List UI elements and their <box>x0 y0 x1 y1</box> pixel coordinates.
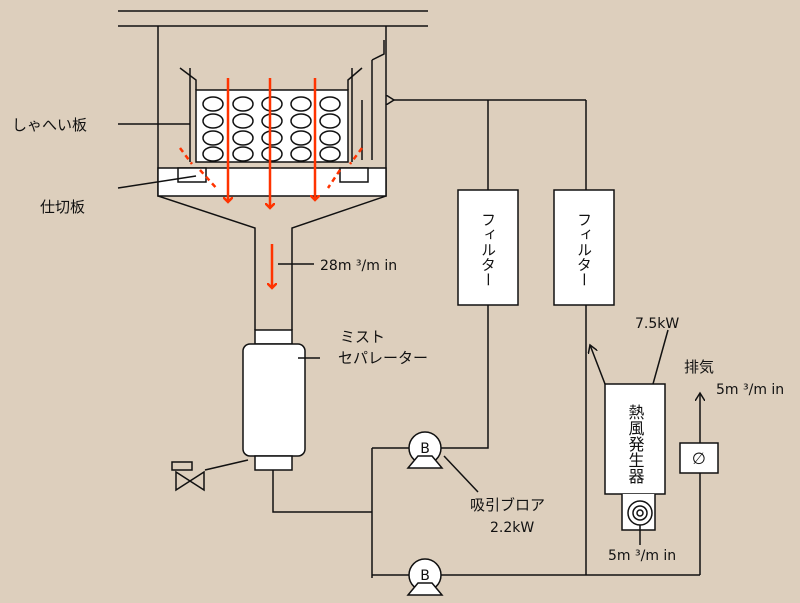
exhaust-damper <box>679 442 719 474</box>
blower-power-label: 2.2kW <box>490 520 534 536</box>
mist-separator-label-1: ミスト <box>340 328 385 346</box>
chamber <box>118 10 428 330</box>
grains <box>202 96 341 162</box>
shield-plate-label: しゃへい板 <box>12 116 87 134</box>
filter-left-label: フィルター <box>479 212 497 287</box>
damper-symbol: ∅ <box>692 449 706 468</box>
filter-left <box>457 189 519 306</box>
heater-name-label: 熱風発生器 <box>626 404 645 484</box>
blower-bottom-symbol: B <box>420 568 430 584</box>
hot-air-generator <box>604 383 666 495</box>
partition-plate-label: 仕切板 <box>40 198 85 216</box>
exhaust-flow-label: 5m ³/m in <box>716 382 784 398</box>
partition-leader <box>117 175 197 189</box>
drain-valve <box>171 461 205 492</box>
blower-bottom <box>406 558 444 596</box>
heater-power-label: 7.5kW <box>635 316 679 332</box>
main-flow-label: 28m ³/m in <box>320 258 397 274</box>
filter-right-label: フィルター <box>575 212 593 287</box>
mist-separator <box>242 329 306 471</box>
exhaust-label: 排気 <box>684 358 714 376</box>
filter-right <box>553 189 615 306</box>
blower-name-label: 吸引ブロア <box>470 496 545 514</box>
blower-top <box>406 431 444 469</box>
mist-separator-label-2: セパレーター <box>338 349 428 367</box>
hot-air-flow <box>179 78 363 288</box>
heater-flow-label: 5m ³/m in <box>608 548 676 564</box>
blower-top-symbol: B <box>420 441 430 457</box>
